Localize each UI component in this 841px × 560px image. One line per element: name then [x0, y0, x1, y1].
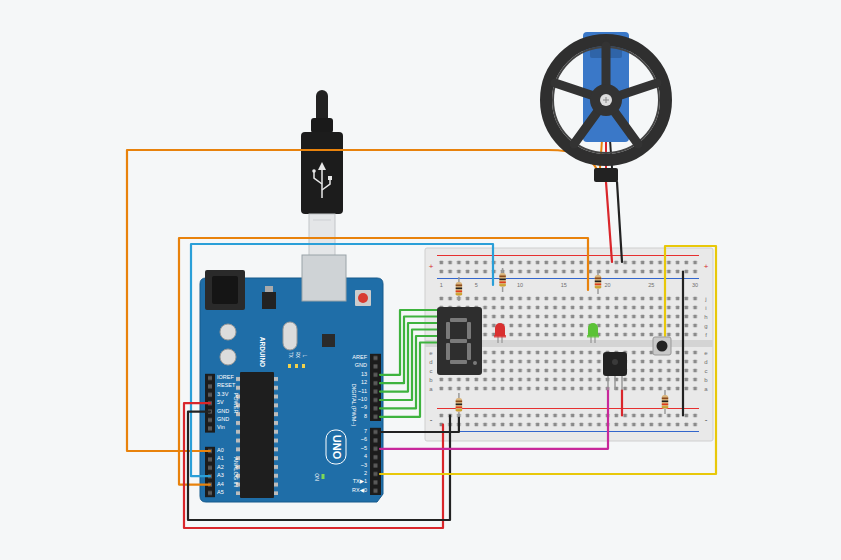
pin-label: 3.3V [217, 392, 228, 398]
pin-label: 12 [361, 380, 367, 386]
pin-label: A3 [217, 473, 224, 479]
row-letter: d [429, 359, 432, 365]
wires [127, 150, 716, 528]
board-label: ARDUINO [259, 337, 266, 367]
pin-label: ~10 [358, 397, 367, 403]
column-number: 15 [561, 283, 567, 289]
board-label: L [302, 355, 307, 358]
pin-label: A2 [217, 465, 224, 471]
servo-motor [546, 32, 666, 182]
board-label: DIGITAL (PWM~) [350, 384, 356, 427]
row-letter: a [429, 386, 432, 392]
led-green [587, 323, 599, 343]
pin-label: TX▶1 [353, 480, 367, 486]
pin-label: 7 [364, 429, 367, 435]
row-letter: f [705, 332, 707, 338]
row-letter: i [705, 305, 706, 311]
pin-label: A1 [217, 457, 224, 463]
board-label: POWER [232, 393, 238, 414]
pin-label: A5 [217, 490, 224, 496]
resistor-symbol [662, 390, 668, 414]
column-number: 30 [692, 283, 698, 289]
pin-label: 2 [364, 471, 367, 477]
column-number: 10 [517, 283, 523, 289]
pin-label: GND [355, 364, 367, 370]
pin-label: 4 [364, 454, 367, 460]
board-label: ON [314, 473, 319, 481]
board-label: RX [295, 352, 300, 358]
column-number: 25 [648, 283, 654, 289]
row-letter: e [429, 350, 432, 356]
row-letter: d [704, 359, 707, 365]
pin-label: A0 [217, 448, 224, 454]
row-letter: b [429, 377, 432, 383]
pin-label: 13 [361, 372, 367, 378]
rail-sign: + [429, 263, 434, 271]
pin-label: ~3 [361, 463, 367, 469]
pin-label: ~5 [361, 446, 367, 452]
pin-label: RX◀0 [352, 488, 367, 494]
pin-label: 5V [217, 400, 224, 406]
usb-cable [301, 90, 343, 256]
sensor [603, 352, 627, 390]
pin-label: RESET [217, 384, 235, 390]
board-label: ANALOG IN [232, 457, 238, 487]
pin-label: Vin [217, 426, 225, 432]
led-red [494, 323, 506, 343]
rail-sign: - [705, 416, 708, 424]
rail-sign: - [430, 416, 433, 424]
resistor-symbol [499, 268, 505, 292]
rail-sign: + [704, 263, 709, 271]
row-letter: g [704, 323, 707, 329]
row-letter: b [704, 377, 707, 383]
column-number: 20 [605, 283, 611, 289]
pin-label: GND [217, 409, 229, 415]
column-number: 1 [440, 283, 443, 289]
arduino-board [200, 255, 383, 502]
board-label: UNO [331, 435, 342, 459]
push-button [653, 337, 671, 355]
row-letter: c [430, 368, 433, 374]
row-letter: h [704, 314, 707, 320]
pin-label: GND [217, 417, 229, 423]
pin-label: ~9 [361, 406, 367, 412]
pin-label: ~11 [358, 389, 367, 395]
row-letter: c [705, 368, 708, 374]
resistor-symbol [595, 270, 601, 294]
seven-segment-display [437, 307, 482, 375]
row-letter: j [705, 296, 706, 302]
breadboard-parts [437, 268, 671, 417]
row-letter: a [704, 386, 707, 392]
row-letter: e [704, 350, 707, 356]
column-number: 5 [475, 283, 478, 289]
pin-label: ~6 [361, 438, 367, 444]
pin-label: A4 [217, 482, 224, 488]
pin-label: 8 [364, 414, 367, 420]
pin-label: IOREF [217, 375, 234, 381]
pin-label: AREF [352, 355, 367, 361]
resistor-symbol [456, 393, 462, 417]
breadboard [425, 248, 713, 441]
resistor-symbol [456, 277, 462, 301]
board-label: TX [288, 352, 293, 358]
